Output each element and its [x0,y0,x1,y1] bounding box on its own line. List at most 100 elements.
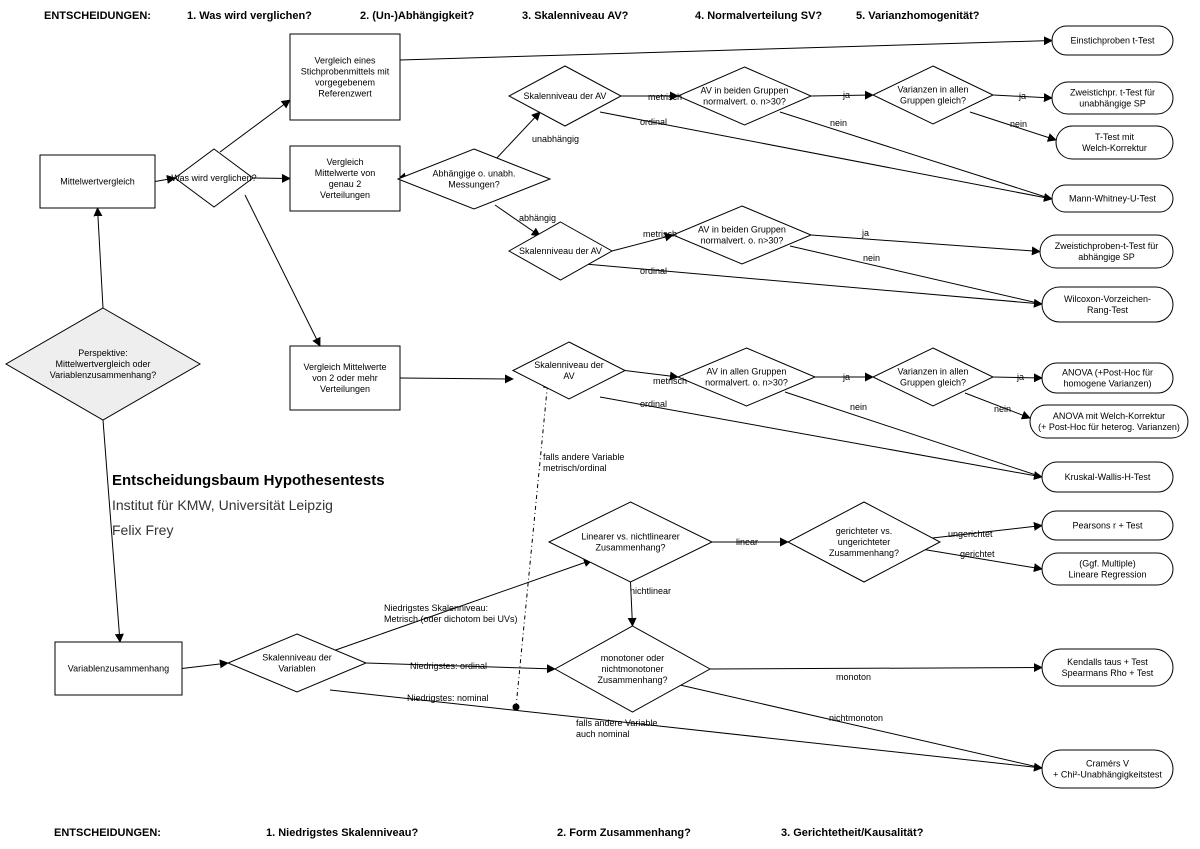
edge-skala-abh-to-wilcoxon [584,263,1043,308]
nv-abh-line: normalvert. o. n>30? [701,236,784,246]
regression-line: (Ggf. Multiple) [1079,559,1136,569]
zwei-verteilungen-line: Verteilungen [320,190,370,200]
variablenzusammenhang-box [54,641,183,696]
zweistich-unabh-box [1051,81,1174,115]
header-bottom-d3: 3. Gerichtetheit/Kausalität? [781,827,924,839]
mann-whitney-line: Mann-Whitney-U-Test [1069,194,1157,204]
edge-label-ordinal-1: ordinal [640,117,667,127]
edge-label-abhaengig: abhängig [519,213,556,223]
node-variablenzusammenhang: Variablenzusammenhang [54,641,183,696]
abhaengig-frage-line: Messungen? [448,180,500,190]
edge-variablen-to-skala [181,659,229,669]
cramer-line: Cramérs V [1086,759,1129,769]
edge-label-text: Niedrigstes: nominal [407,693,489,703]
anova-welch-line: ANOVA mit Welch-Korrektur [1053,411,1165,421]
edge-monoton-to-kendall [709,663,1043,673]
edge-skala-var-to-linear [329,558,593,653]
edge-label-text: linear [736,537,758,547]
kruskal-line: Kruskal-Wallis-H-Test [1065,472,1151,482]
edge-label-nein-1: nein [830,118,847,128]
skala-unabh-diamond [507,65,623,127]
einstichproben-box [1051,25,1174,56]
abhaengig-frage-diamond [396,148,552,210]
node-kruskal: Kruskal-Wallis-H-Test [1041,461,1174,493]
var-unabh-line: Varianzen in allen [898,85,969,95]
edge-abh-to-skala-unabh [494,111,541,161]
anova-line: ANOVA (+Post-Hoc für [1062,368,1153,378]
edge-label-text: abhängig [519,213,556,223]
perspektive-line: Variablenzusammenhang? [50,370,156,380]
stichprobenmittel-box [289,33,401,121]
wilcoxon-line: Rang-Test [1087,305,1129,315]
edge-label-text: metrisch [643,229,677,239]
edge-labels: unabhängig abhängig metrisch ordinal metrisc… [384,90,1027,739]
junction-dot [512,703,520,711]
edge-label-text: falls andere Variable [576,718,657,728]
monoton-frage-diamond [553,625,712,713]
edge-label-text: nein [1010,119,1027,129]
edge-label-nein-3: nein [863,253,880,263]
edge-label-metrisch-2: metrisch [643,229,677,239]
node-skala-abh: Skalenniveau der AV [507,221,614,281]
monoton-frage-line: Zusammenhang? [597,675,667,685]
var-unabh-diamond [871,65,995,125]
pearson-line: Pearsons r + Test [1072,521,1143,531]
edge-var-mehr-to-anova [992,373,1043,383]
welch-box [1055,125,1174,160]
regression-box [1041,552,1174,586]
welch-line: Welch-Korrektur [1082,143,1147,153]
skala-abh-diamond [507,221,614,281]
edge-label-ja-2: ja [1018,91,1026,101]
node-pearson: Pearsons r + Test [1041,510,1174,541]
edge-was-to-mehr [244,194,321,347]
skala-mehr-line: Skalenniveau der [534,360,604,370]
abhaengig-frage-line: Abhängige o. unabh. [432,169,515,179]
edge-nv-unabh-to-mann [779,111,1053,200]
edge-label-unabhaengig: unabhängig [532,134,579,144]
wilcoxon-box [1041,286,1174,323]
edge-label-metrisch-3: metrisch [653,376,687,386]
anova-welch-line: (+ Post-Hoc für heterog. Varianzen) [1038,422,1180,432]
node-was-verglichen: Was wird verglichen? [171,148,257,208]
title-author: Felix Frey [112,522,173,538]
zwei-verteilungen-box [289,145,401,212]
node-cramer: Cramérs V+ Chi²-Unabhängigkeitstest [1041,749,1174,789]
edge-linear-to-monoton [627,581,637,627]
welch-line: T-Test mit [1095,132,1135,142]
edge-label-niedrigstes-nominal: Niedrigstes: nominal [407,693,489,703]
edge-label-nein-2: nein [1010,119,1027,129]
header-bottom-d2: 2. Form Zusammenhang? [557,827,691,839]
edge-label-text: ungerichtet [948,529,993,539]
header-bottom-d1: 1. Niedrigstes Skalenniveau? [266,827,419,839]
edge-label-ordinal-3: ordinal [640,399,667,409]
edge-label-text: nein [863,253,880,263]
zweistich-unabh-line: unabhängige SP [1079,99,1146,109]
edges [93,36,1057,772]
edge-label-text: ordinal [640,266,667,276]
cramer-line: + Chi²-Unabhängigkeitstest [1053,770,1162,780]
skala-variablen-diamond [226,633,368,693]
perspektive-diamond [4,307,202,421]
variablenzusammenhang-line: Variablenzusammenhang [68,664,169,674]
einstichproben-line: Einstichproben t-Test [1070,36,1155,46]
edge-label-ja-4: ja [842,372,850,382]
anova-line: homogene Varianzen) [1064,379,1152,389]
edge-skala-mehr-to-nv [624,370,679,381]
edge-label-text: ordinal [640,117,667,127]
var-mehr-line: Varianzen in allen [898,367,969,377]
edge-mehr-to-skala [399,374,514,384]
nv-abh-line: AV in beiden Gruppen [698,225,786,235]
stichprobenmittel-line: Vergleich eines [314,56,376,66]
mittelwertvergleich-line: Mittelwertvergleich [60,177,135,187]
header-bottom-label: ENTSCHEIDUNGEN: [54,827,161,839]
nv-abh-diamond [671,205,813,265]
monoton-frage-line: nichtmonotoner [601,664,663,674]
